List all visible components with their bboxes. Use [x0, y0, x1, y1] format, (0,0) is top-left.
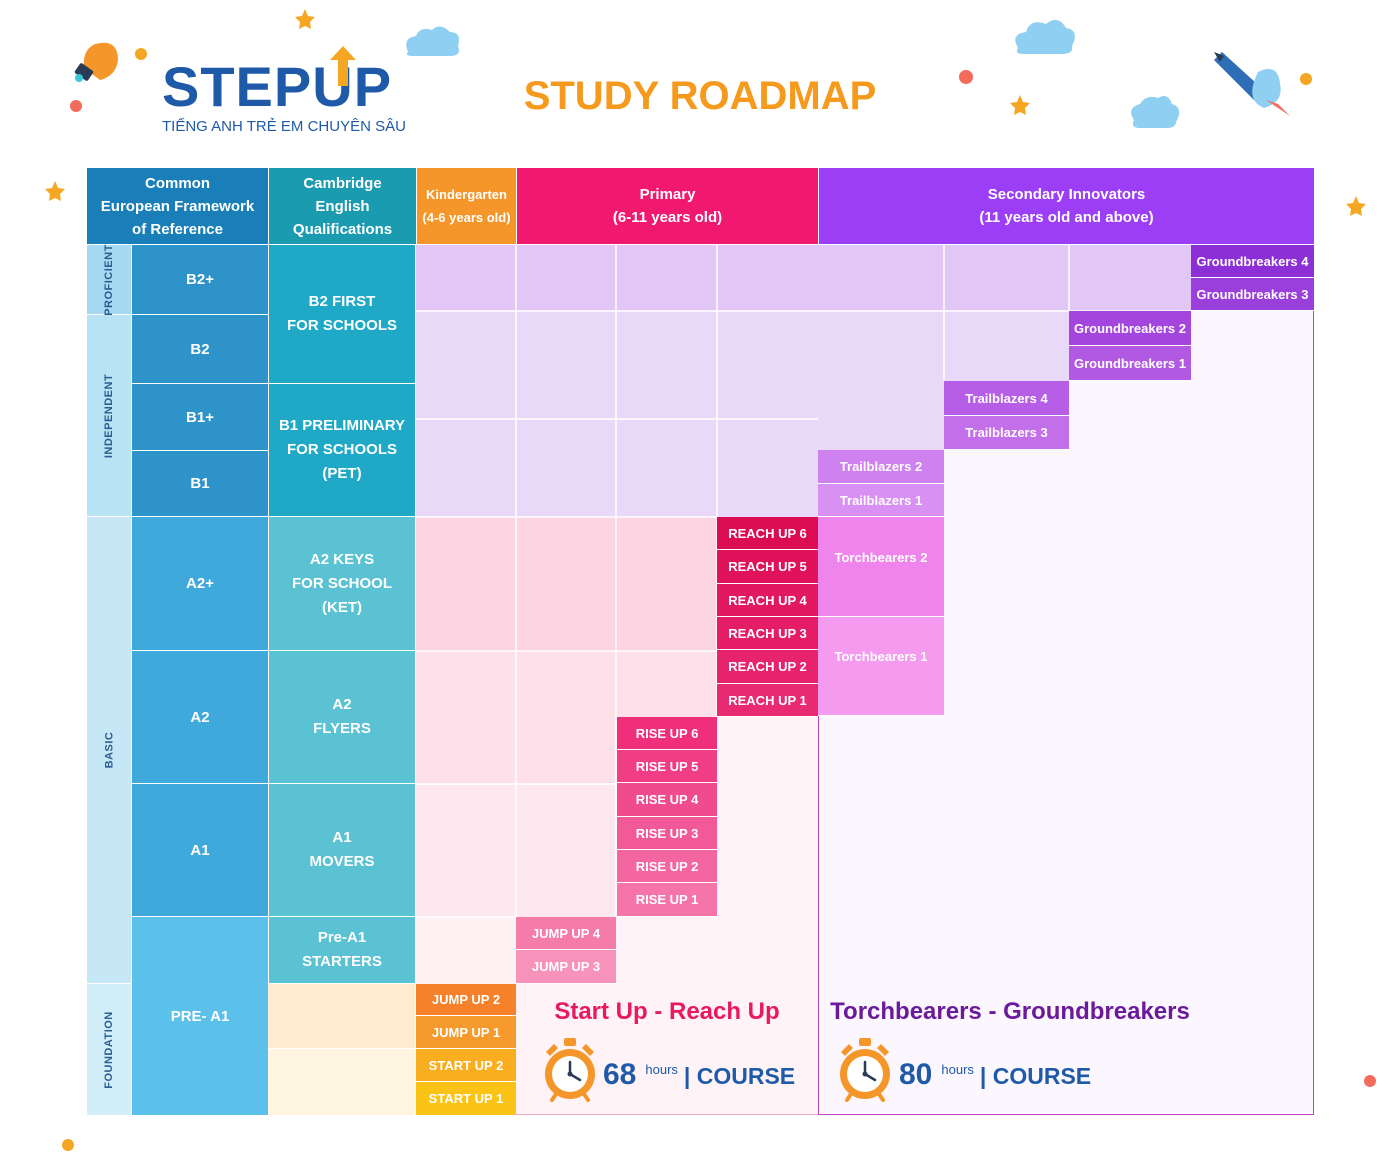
logo: STEPUP TIẾNG ANH TRẺ EM CHUYÊN SÂU — [160, 46, 406, 141]
course-start-up-1: START UP 1 — [416, 1082, 516, 1115]
course-trailblazers-4: Trailblazers 4 — [944, 381, 1069, 416]
hours-unit: hours — [941, 1062, 974, 1077]
level-b2: B2 — [131, 315, 268, 384]
alarm-clock-icon — [840, 1038, 890, 1102]
star-icon — [295, 9, 315, 29]
header-secondary: Secondary Innovators (11 years old and a… — [818, 168, 1314, 244]
level-b2-plus: B2+ — [131, 245, 268, 315]
star-icon — [1010, 95, 1030, 115]
course-rise-up-3: RISE UP 3 — [617, 817, 717, 850]
band-proficient: PROFICIENT — [87, 244, 131, 315]
exam-empty-1 — [268, 984, 416, 1049]
course-rise-up-6: RISE UP 6 — [617, 717, 717, 750]
program-secondary-hours: 80 hours | COURSE — [899, 1058, 1091, 1092]
header-cambridge: Cambridge English Qualifications — [268, 168, 416, 244]
cloud-icon — [406, 26, 459, 56]
course-label: | COURSE — [683, 1063, 796, 1089]
course-reach-up-6: REACH UP 6 — [717, 517, 818, 550]
hours-unit: hours — [645, 1062, 678, 1077]
arrow-up-icon — [330, 46, 356, 86]
grid-band-b2-b1-primary — [416, 311, 818, 517]
hours-value: 80 — [899, 1058, 933, 1091]
program-primary-hours: 68 hours | COURSE — [603, 1058, 795, 1092]
course-groundbreakers-2: Groundbreakers 2 — [1069, 311, 1191, 346]
course-reach-up-2: REACH UP 2 — [717, 650, 818, 684]
course-rise-up-1: RISE UP 1 — [617, 883, 717, 917]
band-independent: INDEPENDENT — [87, 315, 131, 517]
level-b1: B1 — [131, 451, 268, 517]
grid-band-b2plus-secondary — [818, 245, 1191, 311]
course-trailblazers-2: Trailblazers 2 — [818, 450, 944, 484]
exam-pre-a1-starters: Pre-A1 STARTERS — [268, 917, 416, 984]
program-secondary-name: Torchbearers - Groundbreakers — [830, 998, 1190, 1025]
course-jump-up-1: JUMP UP 1 — [416, 1016, 516, 1049]
level-a2: A2 — [131, 651, 268, 784]
band-foundation: FOUNDATION — [87, 984, 131, 1115]
course-groundbreakers-1: Groundbreakers 1 — [1069, 346, 1191, 381]
level-a2-plus: A2+ — [131, 517, 268, 651]
course-torchbearers-2: Torchbearers 2 — [818, 517, 944, 617]
star-icon — [45, 181, 65, 201]
cloud-icon — [1131, 96, 1180, 128]
course-jump-up-2: JUMP UP 2 — [416, 984, 516, 1016]
page-title: STUDY ROADMAP — [523, 74, 877, 118]
star-icon — [1346, 196, 1366, 216]
logo-brand: STEPUP — [162, 55, 393, 118]
course-groundbreakers-3: Groundbreakers 3 — [1191, 278, 1314, 311]
rocket-icon — [1214, 52, 1290, 116]
level-b1-plus: B1+ — [131, 384, 268, 451]
grid-band-a2 — [416, 651, 717, 717]
cloud-icon — [1015, 19, 1075, 54]
course-trailblazers-1: Trailblazers 1 — [818, 484, 944, 517]
grid-band-b1-secondary-b — [818, 381, 944, 450]
exam-b2-first: B2 FIRST FOR SCHOOLS — [268, 245, 416, 384]
grid-band-b2plus-primary — [416, 245, 818, 311]
program-primary-name: Start Up - Reach Up — [554, 998, 780, 1025]
header-kindergarten: Kindergarten (4-6 years old) — [416, 168, 516, 244]
course-jump-up-4: JUMP UP 4 — [516, 917, 616, 950]
exam-empty-2 — [268, 1049, 416, 1115]
course-reach-up-5: REACH UP 5 — [717, 550, 818, 584]
course-reach-up-4: REACH UP 4 — [717, 584, 818, 617]
grid-band-prea1 — [416, 917, 516, 984]
course-start-up-2: START UP 2 — [416, 1049, 516, 1082]
exam-a2-flyers: A2 FLYERS — [268, 651, 416, 784]
logo-subtitle: TIẾNG ANH TRẺ EM CHUYÊN SÂU — [162, 118, 406, 135]
course-label: | COURSE — [979, 1063, 1092, 1089]
lightbulb-icon — [74, 42, 118, 82]
course-groundbreakers-4: Groundbreakers 4 — [1191, 245, 1314, 278]
course-rise-up-5: RISE UP 5 — [617, 750, 717, 783]
course-jump-up-3: JUMP UP 3 — [516, 950, 616, 984]
course-trailblazers-3: Trailblazers 3 — [944, 416, 1069, 450]
exam-b1-preliminary: B1 PRELIMINARY FOR SCHOOLS (PET) — [268, 384, 416, 517]
alarm-clock-icon — [545, 1038, 595, 1102]
course-reach-up-3: REACH UP 3 — [717, 617, 818, 650]
exam-a1-movers: A1 MOVERS — [268, 784, 416, 917]
course-torchbearers-1: Torchbearers 1 — [818, 617, 944, 716]
course-reach-up-1: REACH UP 1 — [717, 684, 818, 717]
band-basic: BASIC — [87, 517, 131, 984]
level-pre-a1: PRE- A1 — [131, 917, 268, 1115]
hours-value: 68 — [603, 1058, 637, 1091]
exam-a2-keys: A2 KEYS FOR SCHOOL (KET) — [268, 517, 416, 651]
level-a1: A1 — [131, 784, 268, 917]
course-rise-up-4: RISE UP 4 — [617, 783, 717, 817]
course-rise-up-2: RISE UP 2 — [617, 850, 717, 883]
header-cefr: Common European Framework of Reference — [87, 168, 268, 244]
header-primary: Primary (6-11 years old) — [516, 168, 818, 244]
grid-band-a2plus — [416, 517, 717, 651]
